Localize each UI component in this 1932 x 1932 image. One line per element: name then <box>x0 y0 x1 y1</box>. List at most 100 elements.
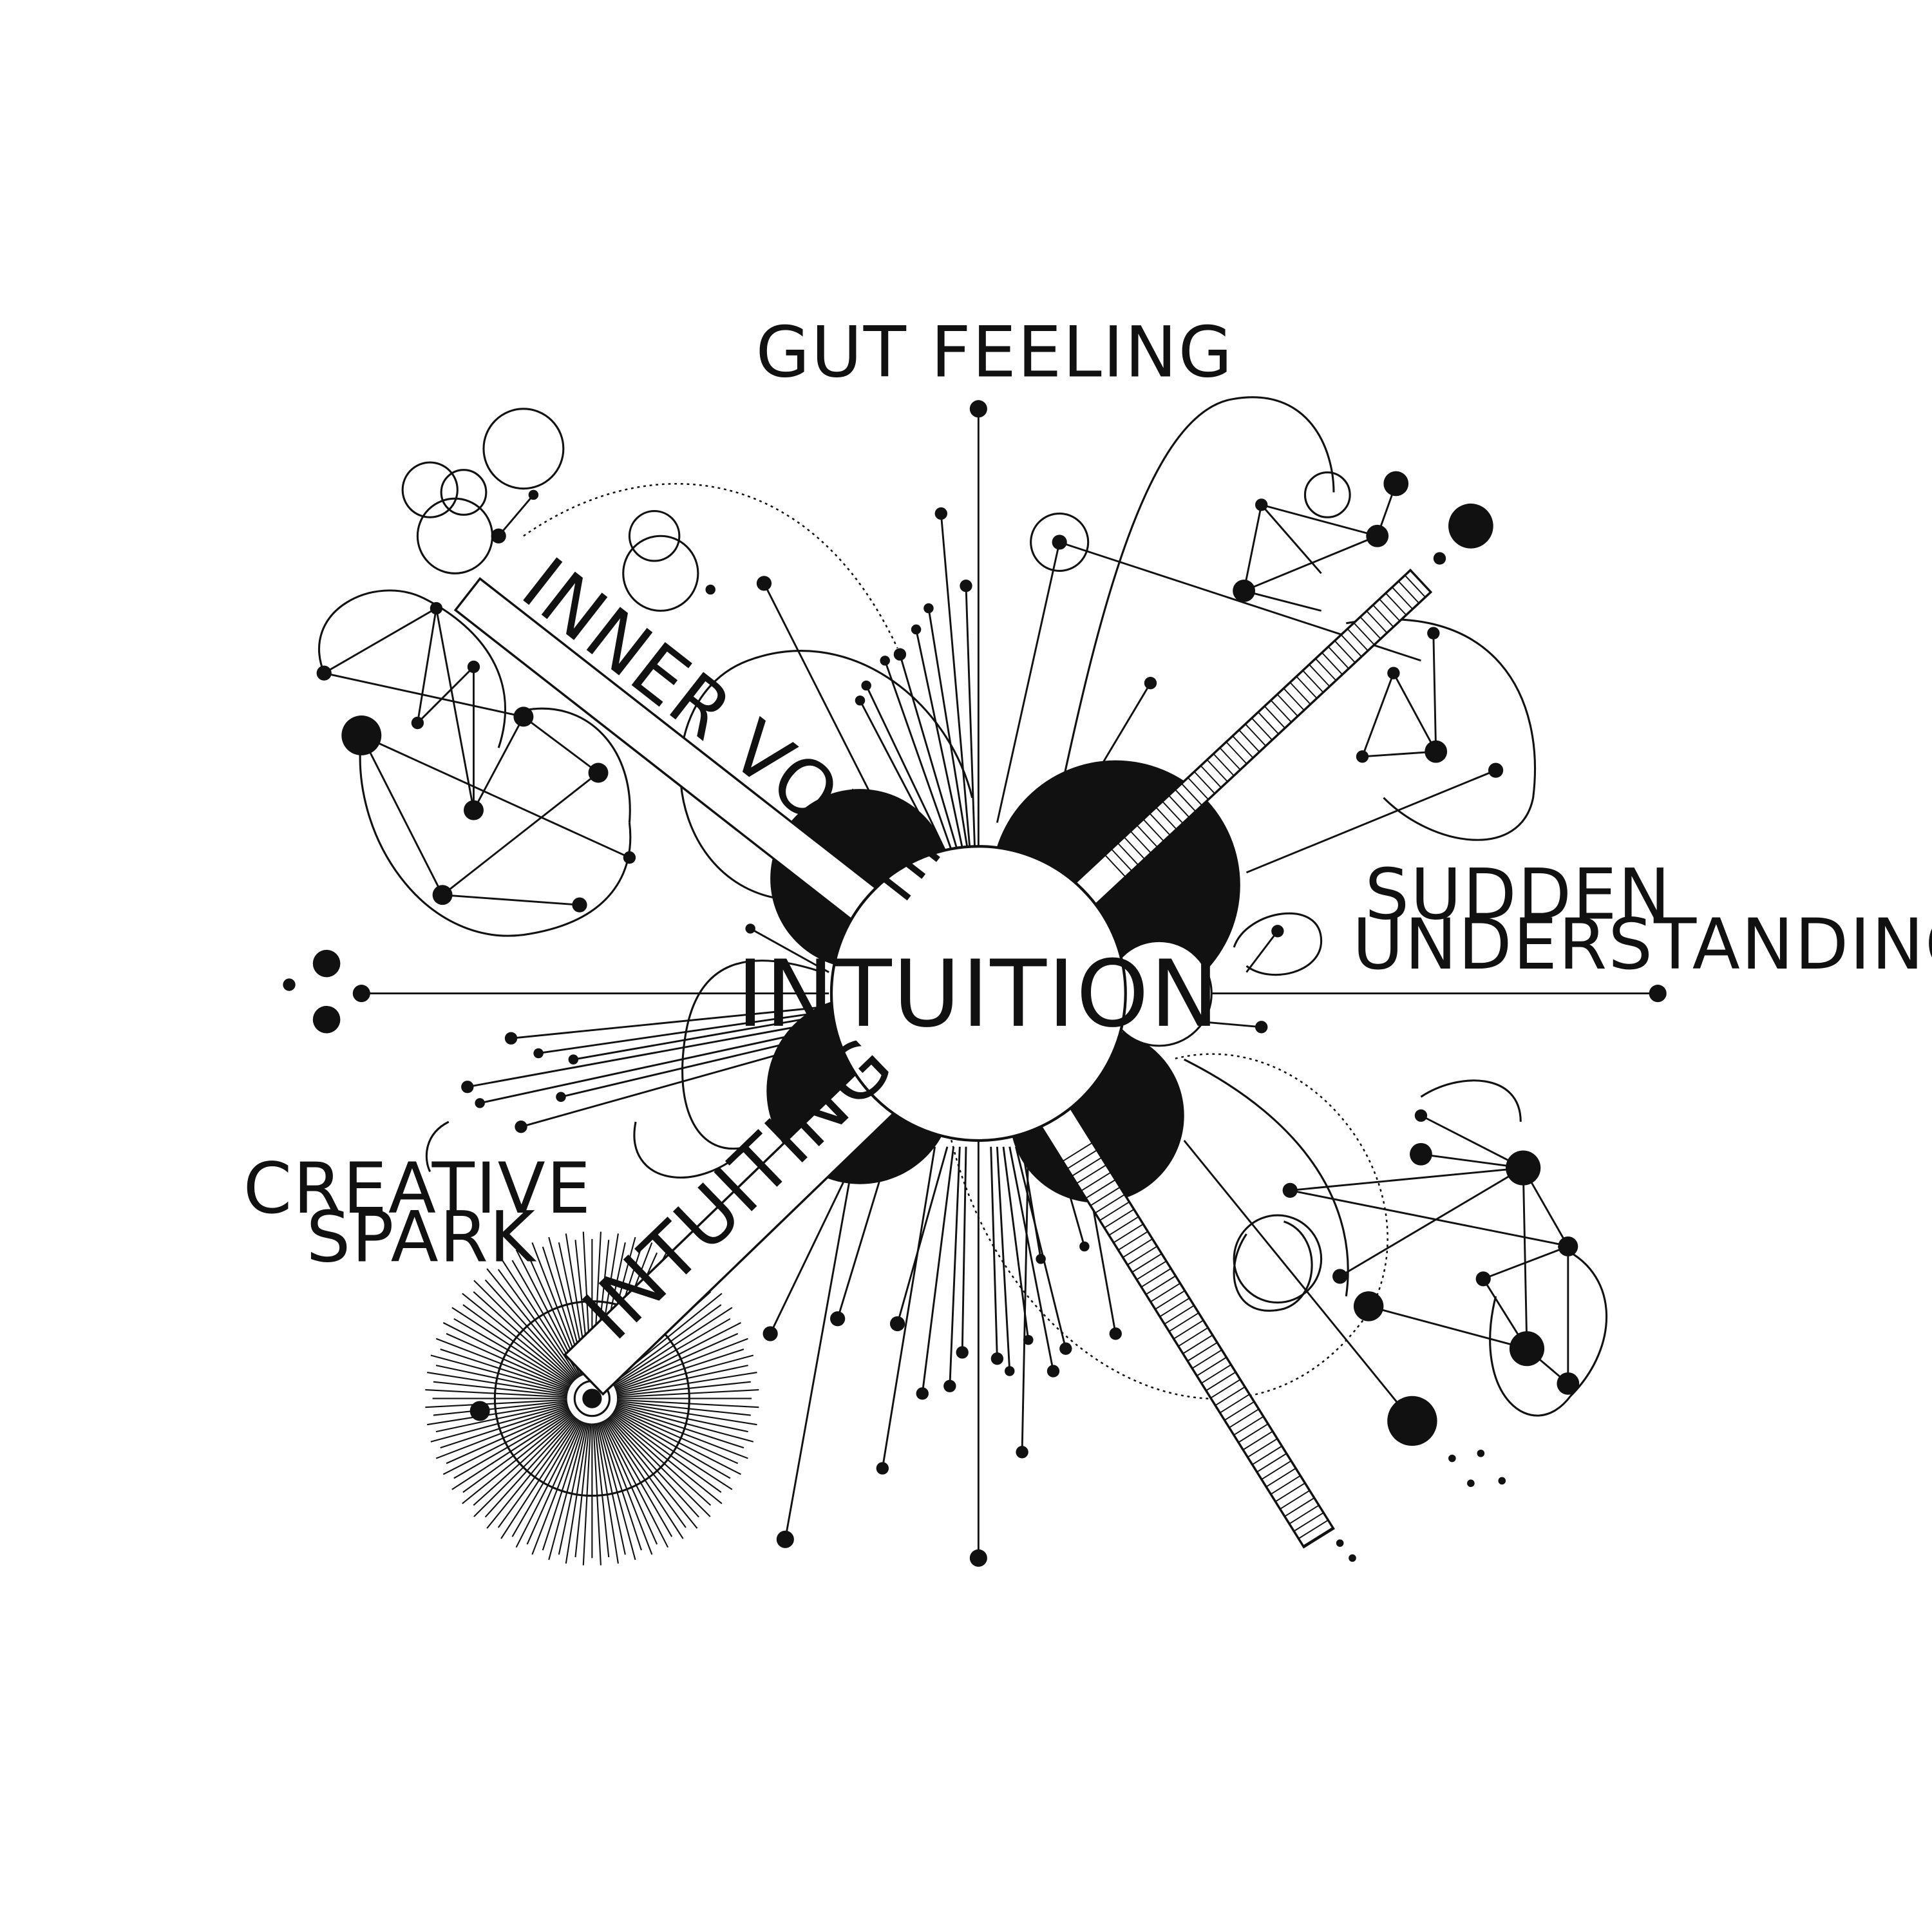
node-dot <box>1387 1396 1437 1446</box>
label-creative-line1: CREATIVE <box>243 1148 592 1229</box>
node-dot <box>1467 1479 1475 1488</box>
node-dot <box>1488 762 1504 778</box>
node-dot <box>705 584 715 595</box>
node-dot <box>893 648 907 661</box>
node-dot <box>312 949 341 978</box>
node-dot <box>916 1387 929 1400</box>
node-dot <box>756 576 772 591</box>
node-dot <box>1016 1446 1028 1459</box>
node-dot <box>1448 503 1493 549</box>
node-dot <box>745 923 755 934</box>
node-dot <box>528 489 539 500</box>
node-dot <box>341 715 382 755</box>
center-circle <box>829 845 1127 1142</box>
node-dot <box>1387 667 1400 679</box>
node-dot <box>1425 740 1448 763</box>
node-dot <box>316 665 332 681</box>
node-dot <box>876 1462 889 1475</box>
node-dot <box>1052 535 1067 550</box>
node-dot <box>1255 498 1268 511</box>
node-dot <box>411 716 424 730</box>
node-dot <box>432 885 453 905</box>
node-dot <box>969 400 987 418</box>
label-intuiting: INTUITING <box>567 1021 910 1356</box>
node-dot <box>430 601 443 615</box>
node-dot <box>475 1098 485 1108</box>
node-dot <box>1036 1254 1046 1264</box>
node-dot <box>830 1311 846 1327</box>
node-dot <box>934 507 947 520</box>
node-dot <box>1427 627 1440 639</box>
node-dots <box>283 400 1667 1567</box>
label-sudden-line1: SUDDEN <box>1365 853 1671 935</box>
node-dot <box>461 1081 474 1094</box>
node-dot <box>1233 580 1256 602</box>
loop-cluster-top-left <box>318 408 1351 1304</box>
node-dot <box>1353 1291 1384 1321</box>
node-dot <box>1477 1449 1485 1457</box>
node-dot <box>1005 1366 1015 1376</box>
node-dot <box>504 1032 518 1045</box>
node-dot <box>1046 1365 1060 1378</box>
node-dot <box>283 978 296 991</box>
wavy-curves <box>425 396 1608 1417</box>
node-dot <box>911 624 922 635</box>
node-dot <box>1023 1334 1034 1345</box>
node-dot <box>1079 1241 1090 1252</box>
node-dot <box>1255 1021 1268 1034</box>
label-sudden-line2: UNDERSTANDING <box>1352 904 1932 985</box>
node-dot <box>1557 1372 1580 1395</box>
node-dot <box>1410 1142 1432 1166</box>
node-dot <box>1332 1269 1348 1284</box>
node-dot <box>923 603 934 614</box>
dotted-arcs <box>523 482 1388 1400</box>
node-dot <box>312 1005 341 1034</box>
node-dot <box>1144 676 1157 690</box>
node-dot <box>956 1346 969 1359</box>
node-dot <box>491 528 506 544</box>
node-dot <box>1282 1182 1298 1198</box>
network-lines <box>323 483 1571 1422</box>
label-gut-feeling: GUT FEELING <box>756 312 1234 393</box>
node-dot <box>1649 985 1667 1003</box>
node-dot <box>855 696 866 706</box>
node-dot <box>352 985 370 1003</box>
node-dot <box>513 706 534 727</box>
node-dot <box>1475 1271 1491 1287</box>
node-dot <box>1336 1539 1344 1547</box>
node-dot <box>1498 1477 1506 1485</box>
node-dot <box>1509 1331 1545 1367</box>
node-dot <box>1383 471 1409 497</box>
starburst-rings <box>493 1300 690 1497</box>
node-dot <box>467 660 480 674</box>
node-dot <box>1433 552 1446 565</box>
node-dot <box>1349 1554 1356 1562</box>
node-dot <box>568 1054 579 1065</box>
node-dot <box>1414 1109 1428 1122</box>
node-dot <box>762 1326 778 1341</box>
node-dot <box>1356 750 1369 763</box>
node-dot <box>572 897 587 913</box>
node-dot <box>960 580 972 592</box>
node-dot <box>880 656 890 666</box>
node-dot <box>861 680 871 691</box>
node-dot <box>469 1401 490 1421</box>
center-label: INTUITION <box>737 940 1220 1048</box>
node-dot <box>943 1379 956 1392</box>
node-dot <box>623 851 636 864</box>
radial-rays <box>361 408 1658 1558</box>
node-dot <box>1271 925 1284 938</box>
node-dot <box>776 1530 794 1548</box>
node-dot <box>464 800 484 820</box>
node-dot <box>556 1092 566 1102</box>
node-dot <box>1558 1236 1578 1256</box>
node-dot <box>533 1048 544 1059</box>
node-dot <box>969 1549 987 1567</box>
node-dot <box>1506 1150 1541 1186</box>
node-dot <box>1109 1327 1122 1340</box>
label-creative-line2: SPARK <box>306 1197 536 1278</box>
node-dot <box>588 762 609 783</box>
node-dot <box>990 1352 1004 1365</box>
node-dot <box>1059 1342 1072 1355</box>
